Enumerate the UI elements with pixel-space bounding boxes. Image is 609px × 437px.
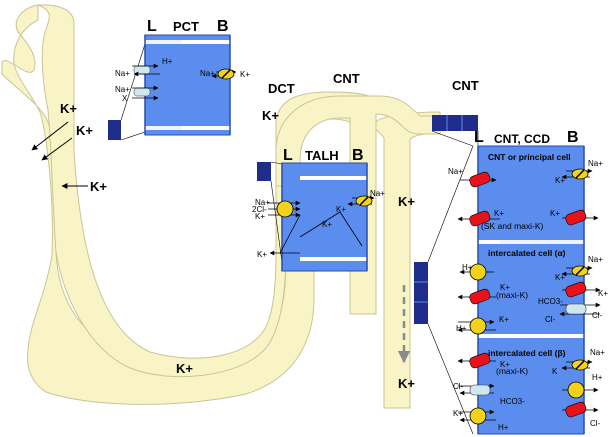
alpha-h-exch-label: H+ bbox=[456, 324, 467, 333]
cnt-mid-label: CNT bbox=[333, 71, 360, 86]
beta-k-maxi-label: K+ bbox=[500, 360, 510, 369]
principal-na-lumen-label: Na+ bbox=[448, 167, 463, 176]
beta-cell-title: intercalated cell (β) bbox=[488, 348, 566, 358]
alpha-cell-subtitle: (maxi-K) bbox=[496, 290, 528, 300]
pct-transporters bbox=[132, 63, 237, 101]
alpha-cl-b-label: Cl- bbox=[545, 315, 556, 324]
principal-cell-title: CNT or principal cell bbox=[488, 152, 571, 162]
beta-k-exch-label: K+ bbox=[453, 409, 463, 418]
beta-na-pump-label: Na+ bbox=[590, 348, 605, 357]
beta-cell-subtitle: (maxi-K) bbox=[496, 366, 528, 376]
alpha-cell-title: intercalated cell (α) bbox=[488, 248, 566, 258]
talh-segment-block bbox=[257, 162, 271, 181]
pct-cell-box bbox=[144, 34, 231, 136]
alpha-hco3-label: HCO3- bbox=[538, 297, 563, 306]
pct-segment-block bbox=[108, 120, 121, 140]
ccd-blood-label: B bbox=[567, 129, 579, 146]
beta-k-pump-label: K bbox=[552, 367, 558, 376]
ccd-segment-block bbox=[414, 262, 428, 324]
talh-na-pump-label: Na+ bbox=[370, 189, 385, 198]
cnt-right-label: CNT bbox=[452, 78, 479, 93]
principal-na-pump-label: Na+ bbox=[588, 159, 603, 168]
pct-k-label-3: K+ bbox=[90, 179, 107, 194]
beta-cl-baso-label: Cl- bbox=[590, 419, 601, 428]
beta-h-baso-label: H+ bbox=[592, 373, 603, 382]
talh-blood-label: B bbox=[352, 147, 364, 164]
pct-blood-label: B bbox=[217, 18, 229, 35]
ccd-k-label-2: K+ bbox=[398, 376, 415, 391]
principal-k-lumen-label: K+ bbox=[494, 209, 504, 218]
pct-title: PCT bbox=[173, 19, 199, 34]
beta-cl-lumen-label: Cl- bbox=[453, 382, 464, 391]
ccd-title: CNT, CCD bbox=[494, 132, 550, 146]
principal-cell-subtitle: (SK and maxi-K) bbox=[481, 221, 544, 231]
beta-h-exch-label: H+ bbox=[498, 423, 509, 432]
talh-k-center-label: K+ bbox=[322, 220, 332, 229]
alpha-k-baso-label: K+ bbox=[598, 289, 608, 298]
alpha-k-maxi-label: K+ bbox=[500, 283, 510, 292]
pct-na2-label: Na+ bbox=[115, 85, 130, 94]
dct-k-label: K+ bbox=[262, 108, 279, 123]
talh-transporters bbox=[268, 195, 375, 256]
pct-k-pump-label: K+ bbox=[240, 70, 250, 79]
principal-transporters bbox=[457, 168, 599, 227]
loop-k-label: K+ bbox=[176, 361, 193, 376]
alpha-transporters bbox=[457, 263, 601, 335]
cnt-segment-blocks bbox=[432, 115, 478, 131]
talh-k-pump-label: K+ bbox=[336, 205, 346, 214]
talh-title: TALH bbox=[305, 148, 339, 163]
talh-cell-box bbox=[281, 162, 368, 272]
ccd-k-label-1: K+ bbox=[398, 194, 415, 209]
pct-h-label: H+ bbox=[162, 57, 173, 66]
alpha-na-pump-label: Na+ bbox=[588, 255, 603, 264]
talh-k-lumen-label: K+ bbox=[257, 250, 267, 259]
principal-k-pump-label: K+ bbox=[555, 176, 565, 185]
alpha-k-pump-label: K+ bbox=[555, 273, 565, 282]
talh-na-label: Na+ bbox=[255, 198, 270, 207]
dct-label: DCT bbox=[268, 81, 295, 96]
ccd-lumen-label: L bbox=[474, 129, 484, 146]
pct-na1-label: Na+ bbox=[115, 69, 130, 78]
principal-k-baso-label: K+ bbox=[550, 209, 560, 218]
pct-na-pump-label: Na+ bbox=[200, 69, 215, 78]
pct-k-label-2: K+ bbox=[76, 123, 93, 138]
beta-transporters bbox=[457, 352, 599, 425]
pct-x-label: X bbox=[122, 94, 128, 103]
talh-lumen-label: L bbox=[283, 147, 293, 164]
alpha-k-exch-label: K+ bbox=[499, 315, 509, 324]
pct-k-label-1: K+ bbox=[60, 101, 77, 116]
pct-lumen-label: L bbox=[147, 18, 157, 35]
beta-hco3-label: HCO3- bbox=[500, 397, 525, 406]
alpha-h-lumen-label: H+ bbox=[462, 263, 473, 272]
talh-cl-label: 2Cl- bbox=[252, 205, 267, 214]
alpha-cl-out-label: Cl- bbox=[592, 311, 603, 320]
talh-k-cotrans-label: K+ bbox=[255, 212, 265, 221]
